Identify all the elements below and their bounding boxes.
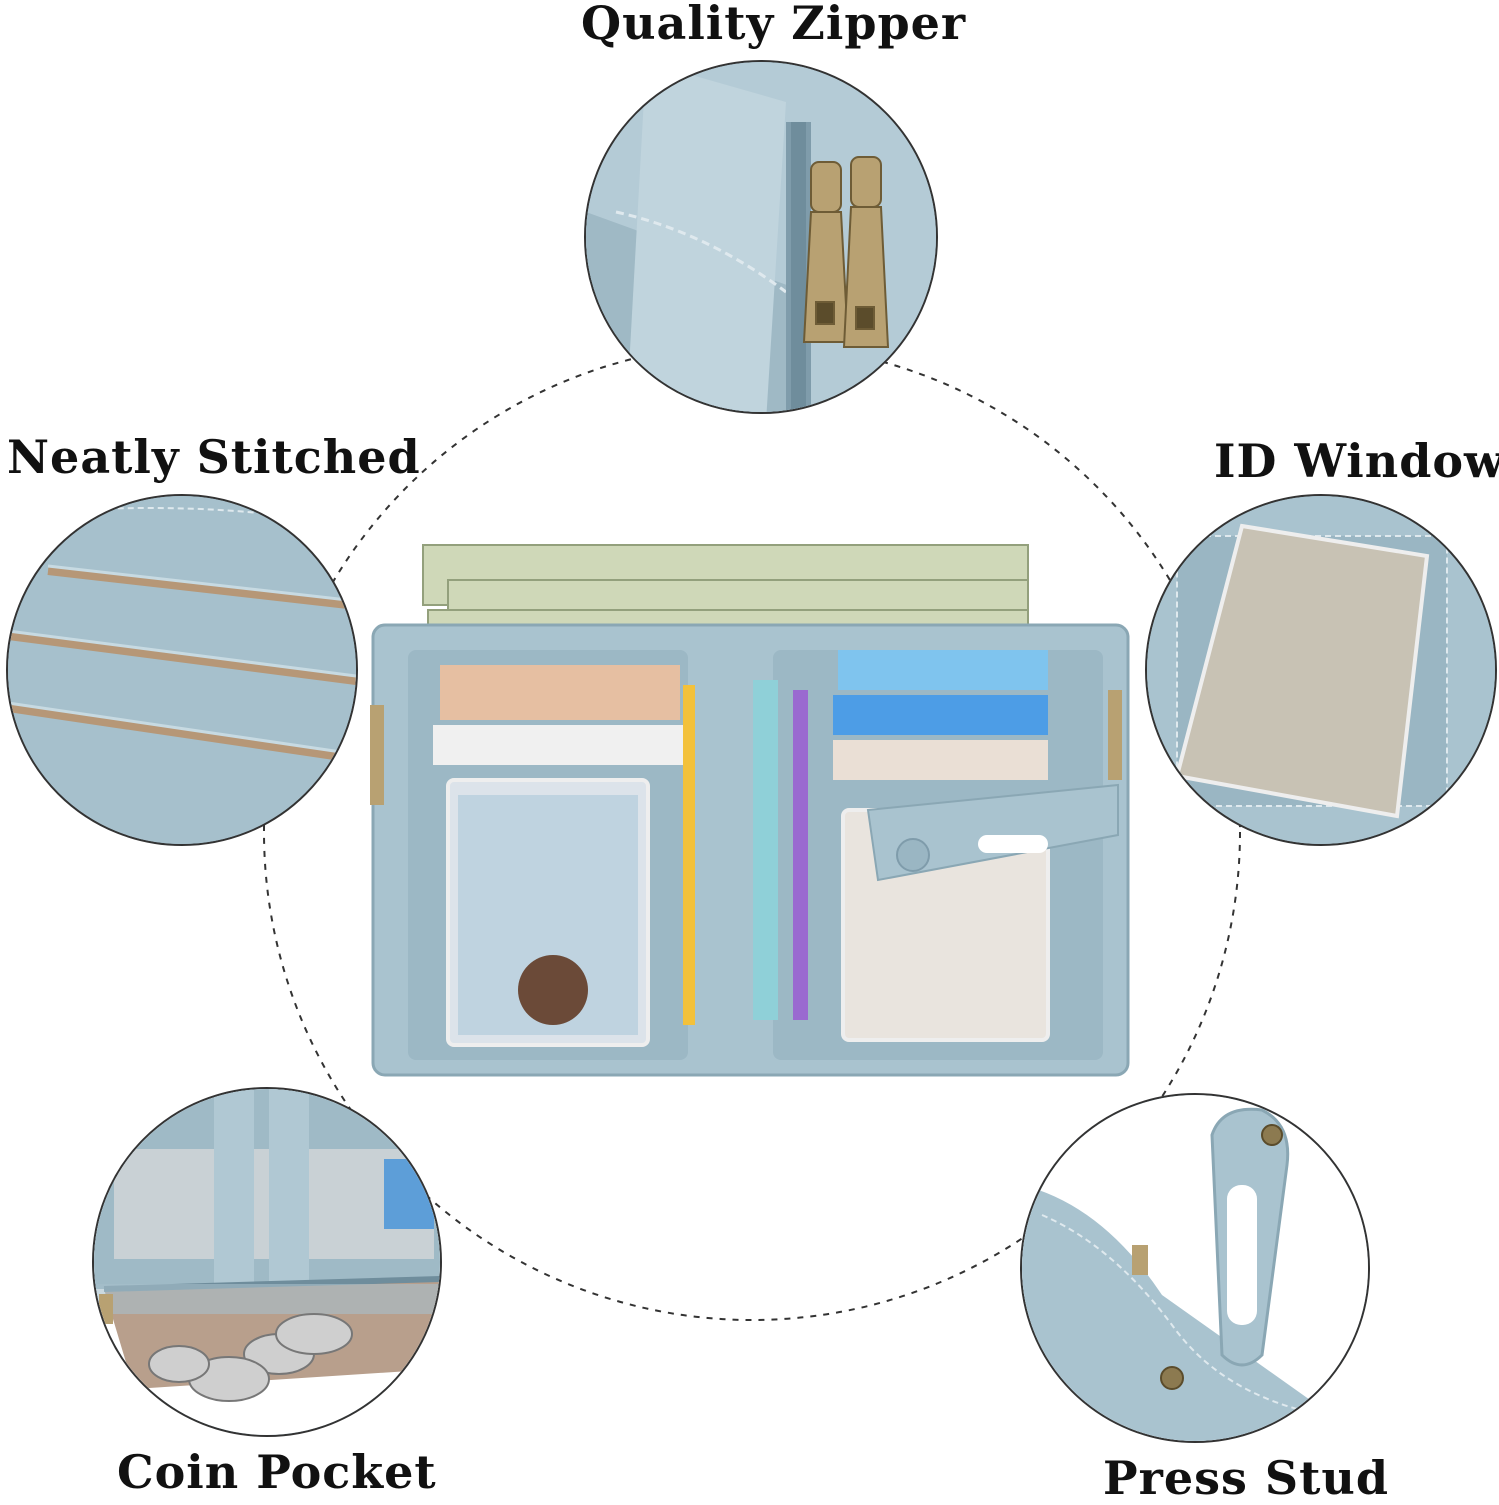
id-window-photo (1145, 494, 1497, 846)
zipper-detail-photo (584, 60, 938, 414)
label-neatly-stitched: Neatly Stitched (7, 430, 421, 484)
stitched-slots-photo (6, 494, 358, 846)
label-coin-pocket: Coin Pocket (117, 1445, 437, 1499)
press-stud-photo (1020, 1093, 1370, 1443)
coin-pocket-photo (92, 1087, 442, 1437)
label-quality-zipper: Quality Zipper (581, 0, 967, 50)
label-press-stud: Press Stud (1103, 1451, 1389, 1505)
label-id-window: ID Window (1214, 434, 1499, 488)
wallet-photo (358, 540, 1148, 1100)
